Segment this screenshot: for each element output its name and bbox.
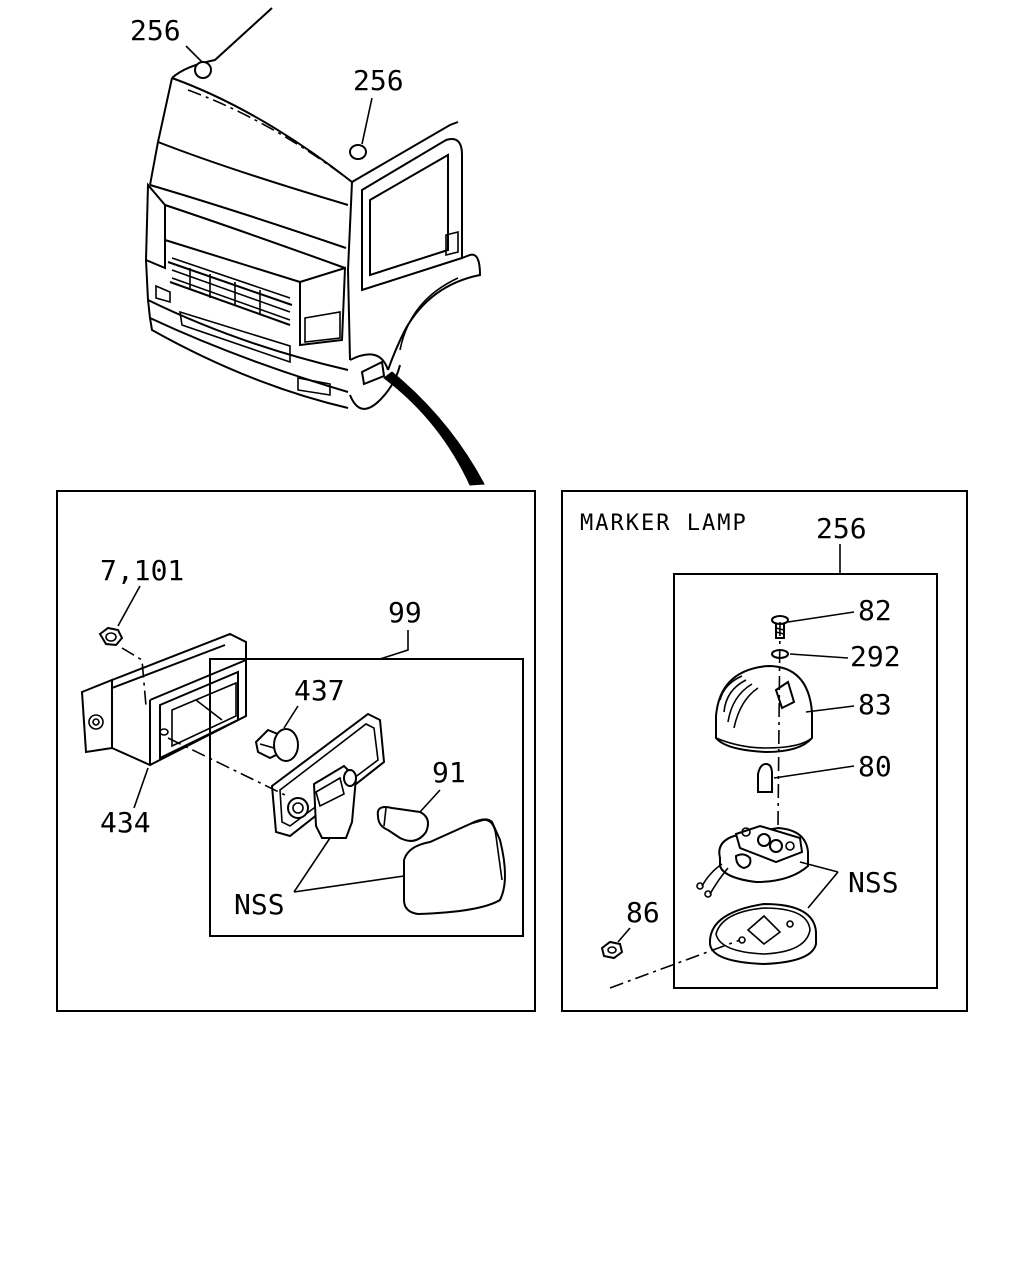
callout-256-right: 256 <box>353 64 404 97</box>
marker-lamp-parts <box>600 611 855 989</box>
lamp-assembly-99-box <box>209 658 524 937</box>
callout-434: 434 <box>100 806 151 839</box>
marker-base-plate-icon <box>709 902 817 966</box>
lamp-housing-icon <box>270 712 386 839</box>
marker-lamp-panel <box>561 490 968 1012</box>
lamp-lens-icon <box>403 818 506 916</box>
marker-lamp-assembly-box <box>673 573 938 989</box>
callout-91: 91 <box>432 756 466 789</box>
callout-80: 80 <box>858 750 892 783</box>
marker-socket-icon <box>696 824 809 898</box>
bulb-80-icon <box>757 762 773 793</box>
roof-marker-lamp-right <box>349 144 367 160</box>
hex-nut-icon <box>98 626 124 647</box>
callout-292: 292 <box>850 640 901 673</box>
roof-marker-lamp-left <box>194 61 212 79</box>
callout-437: 437 <box>294 674 345 707</box>
callout-7-101: 7,101 <box>100 554 184 587</box>
callout-nss-left: NSS <box>234 888 285 921</box>
callout-256-marker: 256 <box>816 512 867 545</box>
socket-437-icon <box>254 728 299 762</box>
truck-cab-illustration <box>144 7 485 486</box>
callout-99: 99 <box>388 596 422 629</box>
bulb-91-icon <box>376 806 429 842</box>
lamp-dome-83-icon <box>715 664 813 754</box>
callout-256-left: 256 <box>130 14 181 47</box>
callout-82: 82 <box>858 594 892 627</box>
callout-83: 83 <box>858 688 892 721</box>
marker-lamp-title: MARKER LAMP <box>580 511 748 536</box>
bracket-434-icon <box>80 632 247 767</box>
nut-86-icon <box>600 940 624 960</box>
callout-nss-right: NSS <box>848 866 899 899</box>
side-turn-lamp-panel <box>56 490 536 1012</box>
detail-pointer-arrow <box>383 371 485 486</box>
side-turn-lamp-parts <box>80 585 506 916</box>
callout-86: 86 <box>626 896 660 929</box>
